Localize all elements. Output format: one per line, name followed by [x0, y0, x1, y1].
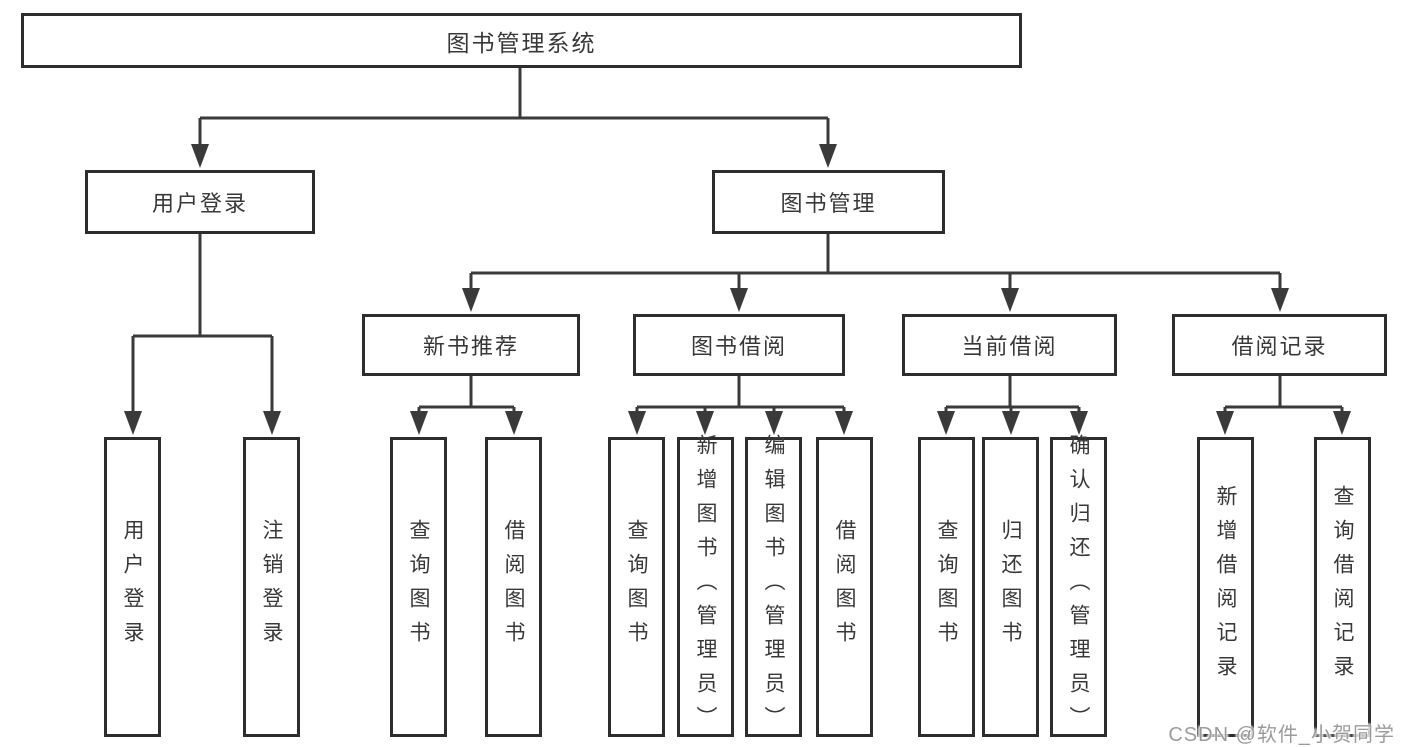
leaf-add-book-admin: 新增图书（管理员）	[677, 434, 734, 740]
leaf-confirm-return-admin-label: 确认归还（管理员）	[1067, 434, 1090, 740]
node-current-borrowing: 当前借阅	[902, 314, 1117, 376]
node-book-management-label: 图书管理	[780, 191, 877, 216]
leaf-user-login-label: 用户登录	[121, 519, 144, 655]
leaf-logout: 注销登录	[243, 437, 300, 737]
node-borrowing-records-label: 借阅记录	[1231, 334, 1328, 359]
leaf-query-books-recommend: 查询图书	[390, 437, 447, 737]
node-library-system: 图书管理系统	[21, 13, 1022, 68]
csdn-watermark: CSDN @软件_小贺同学	[1168, 724, 1395, 746]
leaf-borrow-books-recommend: 借阅图书	[485, 437, 542, 737]
leaf-add-borrow-record: 新增借阅记录	[1197, 437, 1254, 737]
leaf-query-books-borrow-label: 查询图书	[625, 519, 648, 655]
leaf-borrow-books-recommend-label: 借阅图书	[502, 519, 525, 655]
leaf-return-books: 归还图书	[982, 437, 1039, 737]
leaf-query-borrow-record: 查询借阅记录	[1314, 437, 1371, 737]
leaf-add-borrow-record-label: 新增借阅记录	[1214, 485, 1237, 689]
leaf-user-login: 用户登录	[104, 437, 161, 737]
node-book-borrowing: 图书借阅	[633, 314, 845, 376]
leaf-borrow-books: 借阅图书	[816, 437, 873, 737]
node-current-borrowing-label: 当前借阅	[961, 334, 1058, 359]
node-new-book-recommend: 新书推荐	[362, 314, 580, 376]
node-borrowing-records: 借阅记录	[1172, 314, 1387, 376]
leaf-logout-label: 注销登录	[260, 519, 283, 655]
leaf-borrow-books-label: 借阅图书	[833, 519, 856, 655]
node-user-login: 用户登录	[85, 170, 315, 234]
leaf-return-books-label: 归还图书	[999, 519, 1022, 655]
leaf-edit-book-admin-label: 编辑图书（管理员）	[762, 434, 785, 740]
leaf-edit-book-admin: 编辑图书（管理员）	[745, 434, 802, 740]
leaf-query-books-recommend-label: 查询图书	[407, 519, 430, 655]
leaf-query-books-current-label: 查询图书	[935, 519, 958, 655]
leaf-add-book-admin-label: 新增图书（管理员）	[694, 434, 717, 740]
node-new-book-recommend-label: 新书推荐	[422, 334, 519, 359]
leaf-query-books-borrow: 查询图书	[608, 437, 665, 737]
leaf-query-books-current: 查询图书	[918, 437, 975, 737]
node-user-login-label: 用户登录	[151, 191, 248, 216]
node-book-borrowing-label: 图书借阅	[690, 334, 787, 359]
node-book-management: 图书管理	[712, 170, 945, 234]
leaf-confirm-return-admin: 确认归还（管理员）	[1050, 434, 1107, 740]
node-library-system-label: 图书管理系统	[446, 29, 597, 56]
arrowheads	[124, 144, 1351, 435]
leaf-query-borrow-record-label: 查询借阅记录	[1331, 485, 1354, 689]
